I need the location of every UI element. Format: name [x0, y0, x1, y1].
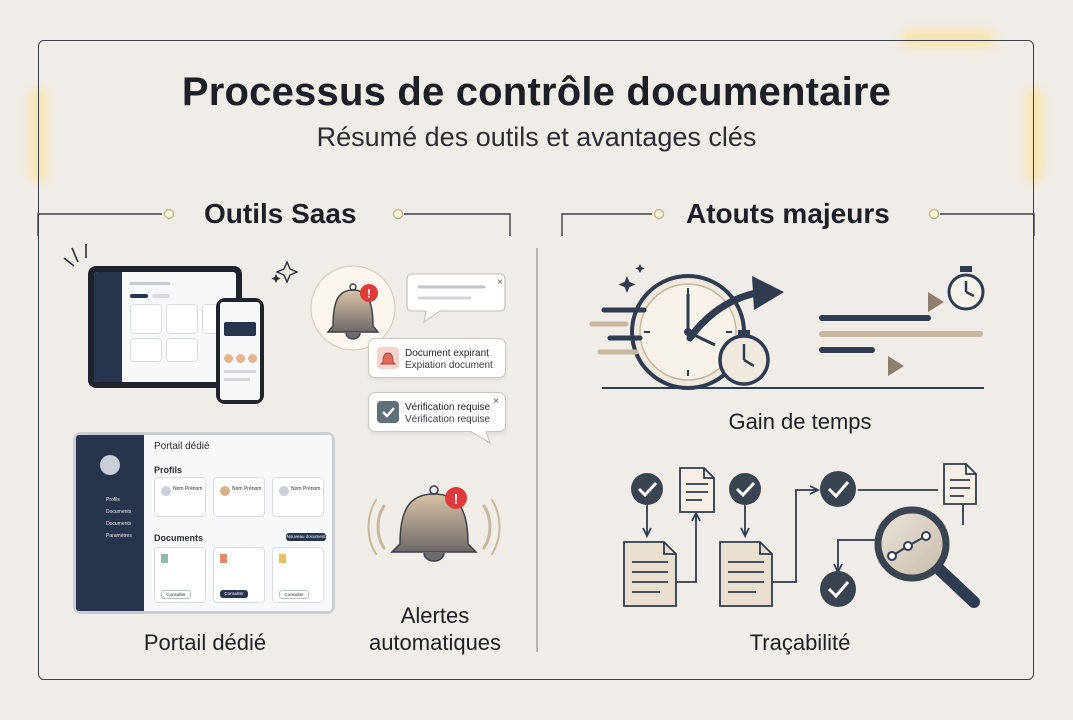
profile-card[interactable]: Nom Prénom	[272, 477, 324, 517]
sidebar-item-settings[interactable]: Paramètres	[106, 533, 132, 539]
label-traceability: Traçabilité	[749, 630, 851, 655]
tablet-screen	[94, 272, 236, 382]
check-icon	[377, 401, 399, 423]
trace-flow-lines	[642, 485, 964, 583]
notification-detail: Expiation document	[405, 360, 493, 371]
chat-bubble-icon	[406, 273, 506, 324]
documents-heading: Documents	[154, 533, 204, 543]
portal-title: Portail dédié	[154, 441, 210, 452]
page-title: Processus de contrôle documentaire	[181, 70, 892, 114]
progress-arrows	[819, 292, 983, 376]
avatar	[220, 486, 230, 496]
svg-text:!: !	[454, 491, 459, 507]
profile-card[interactable]: Nom Prénom	[154, 477, 206, 517]
svg-text:!: !	[367, 287, 371, 301]
profile-card[interactable]: Nom Prénom	[213, 477, 265, 517]
document-card[interactable]: Consulter	[272, 547, 324, 603]
bell-ringing-icon: !	[367, 485, 501, 562]
check-node-icon	[631, 471, 856, 607]
stopwatch-icon	[718, 330, 770, 386]
file-icon	[220, 554, 227, 563]
lamp-right	[1030, 92, 1039, 178]
outer-frame	[38, 40, 1034, 680]
notification-verification[interactable]: Vérification requise Vérification requis…	[368, 392, 506, 432]
close-icon[interactable]: ×	[493, 396, 499, 407]
portal-mockup: Profils Documents Documents Paramètres P…	[73, 432, 335, 614]
arrow-head	[752, 276, 784, 310]
label-time-saving: Gain de temps	[728, 409, 872, 434]
bell-notification-icon: !	[310, 265, 396, 351]
bell-alert-icon	[377, 347, 399, 369]
phone-mockup	[216, 298, 264, 404]
label-portal: Portail dédié	[143, 630, 267, 655]
file-icon	[161, 554, 168, 563]
notification-title: Document expirant	[405, 348, 489, 359]
left-section-frame	[37, 208, 511, 236]
document-card[interactable]: Consulter	[213, 547, 265, 603]
sidebar-item-documents-2[interactable]: Documents	[106, 521, 132, 527]
sparkle-icon	[275, 260, 299, 284]
sparkle-icon	[635, 264, 645, 273]
section-title-benefits: Atouts majeurs	[686, 198, 890, 229]
label-alerts-line1: Alertes	[400, 603, 470, 628]
magnifier-icon	[874, 506, 980, 608]
portal-screen: Profils Documents Documents Paramètres P…	[76, 435, 332, 611]
section-title-tools: Outils Saas	[204, 198, 357, 229]
new-document-button[interactable]: Nouveau document	[286, 533, 326, 541]
document-card[interactable]: Consulter	[154, 547, 206, 603]
page-subtitle: Résumé des outils et avantages clés	[316, 122, 757, 152]
timer-icon	[947, 266, 985, 311]
speed-lines	[589, 307, 647, 355]
avatar	[279, 486, 289, 496]
notification-detail: Vérification requise	[405, 414, 491, 425]
portal-sidebar: Profils Documents Documents Paramètres	[76, 435, 144, 611]
sidebar-item-profiles[interactable]: Profils	[106, 497, 120, 503]
label-alerts-line2: automatiques	[368, 630, 502, 655]
file-icon	[279, 554, 286, 563]
avatar	[161, 486, 171, 496]
notification-expiring[interactable]: Document expirant Expiation document	[368, 338, 506, 378]
notification-title: Vérification requise	[405, 402, 491, 413]
sparkle-icon	[271, 274, 281, 283]
right-section-frame	[561, 208, 1035, 236]
sparkle-icon	[618, 276, 636, 293]
sparkle-icon	[63, 244, 87, 267]
document-icon	[623, 463, 977, 607]
lamp-top	[905, 34, 991, 43]
clock-icon	[630, 274, 746, 390]
phone-screen	[220, 302, 260, 400]
sidebar-item-documents[interactable]: Documents	[106, 509, 132, 515]
avatar	[100, 455, 120, 475]
profiles-heading: Profils	[154, 465, 183, 475]
